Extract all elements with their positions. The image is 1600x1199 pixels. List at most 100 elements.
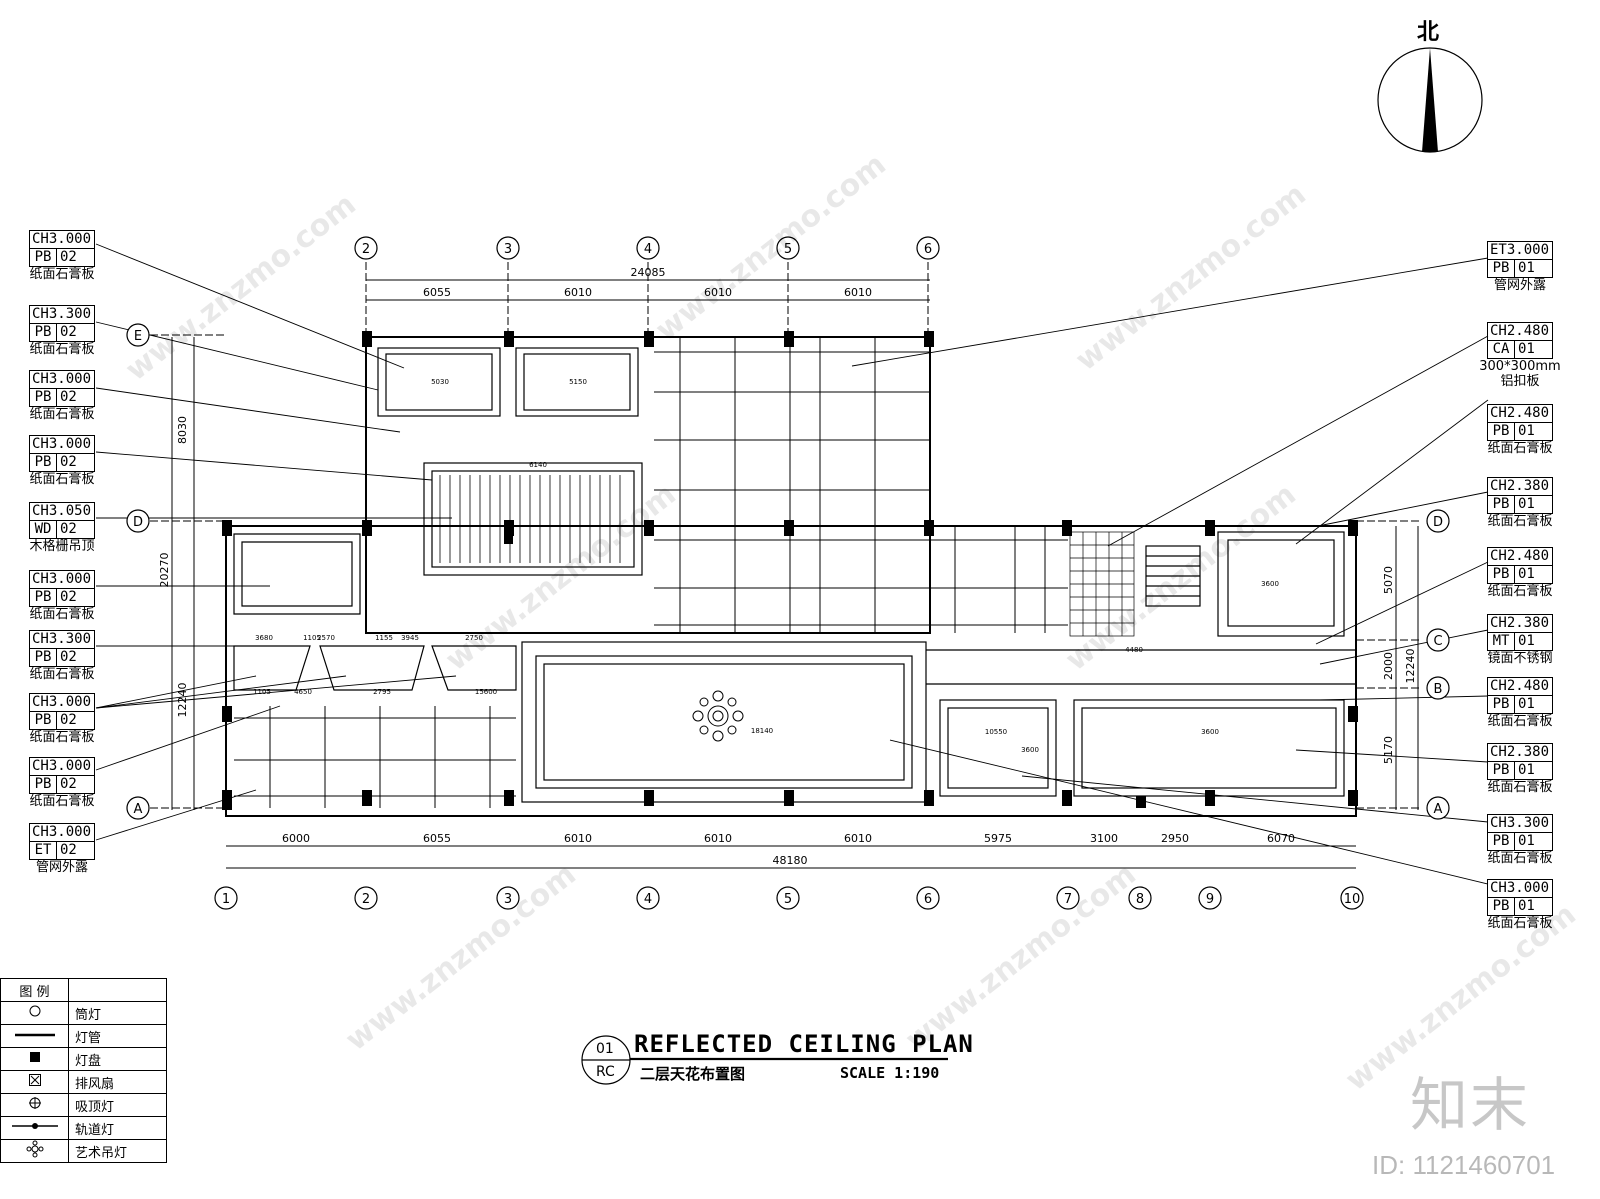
inner-dimension: 1155 bbox=[375, 634, 393, 642]
axis-bubble-label: A bbox=[134, 802, 143, 817]
dimension-span: 5975 bbox=[984, 832, 1012, 845]
inner-dimension: 3600 bbox=[1201, 728, 1219, 736]
dimension-span: 6010 bbox=[704, 286, 732, 299]
material-number: 01 bbox=[1518, 833, 1535, 849]
inner-dimension: 4480 bbox=[1125, 646, 1143, 654]
material-caption: 纸面石膏板 bbox=[29, 794, 95, 809]
material-caption: 木格栅吊顶 bbox=[29, 539, 95, 554]
axis-bubble-label: 4 bbox=[644, 892, 652, 907]
inner-dimension: 5030 bbox=[431, 378, 449, 386]
material-code: PB bbox=[1488, 260, 1515, 277]
legend-label: 吸顶灯 bbox=[68, 1093, 167, 1117]
material-caption: 纸面石膏板 bbox=[1487, 584, 1553, 599]
material-number: 02 bbox=[60, 454, 77, 470]
filled-square-panel-icon bbox=[29, 1052, 40, 1062]
material-code: PB bbox=[30, 324, 57, 341]
material-number: 02 bbox=[60, 589, 77, 605]
material-code: PB bbox=[30, 389, 57, 406]
ceiling-height-code: CH2.380 bbox=[1490, 744, 1550, 760]
ceiling-height-code: CH2.480 bbox=[1490, 323, 1550, 339]
material-number: 01 bbox=[1518, 496, 1535, 512]
material-caption: 镜面不锈钢 bbox=[1487, 651, 1553, 666]
axis-bubble-label: E bbox=[134, 329, 142, 344]
inner-dimension: 3600 bbox=[1021, 746, 1039, 754]
axis-bubble-label: 9 bbox=[1206, 892, 1214, 907]
axis-bubble-label: 2 bbox=[362, 892, 370, 907]
track-light-icon bbox=[11, 1123, 58, 1129]
legend-label: 灯盘 bbox=[68, 1047, 167, 1071]
axis-bubble-label: 5 bbox=[784, 892, 792, 907]
ceiling-height-code: CH3.000 bbox=[32, 694, 92, 710]
ceiling-height-code: CH3.000 bbox=[32, 571, 92, 587]
inner-dimension: 18140 bbox=[751, 727, 773, 735]
material-caption: 纸面石膏板 bbox=[29, 730, 95, 745]
ceiling-height-code: CH3.300 bbox=[1490, 815, 1550, 831]
material-number: 02 bbox=[60, 712, 77, 728]
upper-block-outline bbox=[365, 336, 931, 634]
axis-bubble-label: 3 bbox=[504, 242, 512, 257]
legend-table: 图 例 筒灯 灯管 灯盘 排风扇 吸顶灯 轨道灯 艺术吊灯 bbox=[0, 978, 167, 1163]
material-code: PB bbox=[30, 776, 57, 793]
page-subtitle: 二层天花布置图 bbox=[640, 1065, 746, 1083]
material-code: MT bbox=[1488, 633, 1515, 650]
inner-dimension: 6140 bbox=[529, 461, 547, 469]
dimension-span: 12240 bbox=[176, 683, 189, 718]
scale-label: SCALE 1:190 bbox=[840, 1064, 940, 1082]
axis-bubble-label: 8 bbox=[1136, 892, 1144, 907]
inner-dimension: 5150 bbox=[569, 378, 587, 386]
material-number: 01 bbox=[1518, 341, 1535, 357]
axis-bubble-label: D bbox=[1433, 515, 1443, 530]
material-number: 02 bbox=[60, 776, 77, 792]
legend-label: 艺术吊灯 bbox=[68, 1139, 167, 1163]
inner-dimension: 3600 bbox=[1261, 580, 1279, 588]
inner-dimension: 3680 bbox=[255, 634, 273, 642]
axis-bubble-label: D bbox=[133, 515, 143, 530]
material-code: WD bbox=[30, 521, 57, 538]
ceiling-height-code: CH3.000 bbox=[1490, 880, 1550, 896]
material-number: 01 bbox=[1518, 898, 1535, 914]
dimension-span: 20270 bbox=[158, 553, 171, 588]
material-caption: 纸面石膏板 bbox=[29, 472, 95, 487]
dimension-span: 6010 bbox=[564, 286, 592, 299]
ceiling-height-code: CH2.380 bbox=[1490, 615, 1550, 631]
material-number: 02 bbox=[60, 389, 77, 405]
dimension-span: 6070 bbox=[1267, 832, 1295, 845]
dimension-span: 6055 bbox=[423, 832, 451, 845]
dimension-span: 8030 bbox=[176, 416, 189, 444]
axis-bubble-label: 6 bbox=[924, 242, 932, 257]
material-number: 01 bbox=[1518, 423, 1535, 439]
brand-logo: 知末 bbox=[1410, 1071, 1531, 1139]
dimension-span: 5170 bbox=[1382, 736, 1395, 764]
legend-label: 筒灯 bbox=[68, 1001, 167, 1025]
material-caption: 纸面石膏板 bbox=[1487, 916, 1553, 931]
material-code: PB bbox=[30, 454, 57, 471]
inner-dimension: 2750 bbox=[465, 634, 483, 642]
legend-label: 灯管 bbox=[68, 1024, 167, 1048]
ceiling-height-code: CH3.000 bbox=[32, 824, 92, 840]
lower-block-outline bbox=[225, 525, 1357, 817]
inner-dimension: 2570 bbox=[317, 634, 335, 642]
axis-bubble-label: 7 bbox=[1064, 892, 1072, 907]
crossed-circle-icon bbox=[28, 1097, 41, 1109]
ceiling-height-code: CH3.000 bbox=[32, 436, 92, 452]
material-caption: 纸面石膏板 bbox=[29, 667, 95, 682]
image-id: ID: 1121460701 bbox=[1372, 1150, 1556, 1180]
material-code: PB bbox=[1488, 496, 1515, 513]
legend-label: 轨道灯 bbox=[68, 1116, 167, 1140]
inner-dimension: 1105 bbox=[303, 634, 321, 642]
ceiling-height-code: CH2.480 bbox=[1490, 678, 1550, 694]
ceiling-height-code: CH3.000 bbox=[32, 231, 92, 247]
material-caption: 纸面石膏板 bbox=[1487, 714, 1553, 729]
dimension-span: 6010 bbox=[564, 832, 592, 845]
material-number: 01 bbox=[1518, 260, 1535, 276]
material-number: 01 bbox=[1518, 633, 1535, 649]
line-tube-icon bbox=[14, 1033, 55, 1036]
dimension-span: 5070 bbox=[1382, 566, 1395, 594]
